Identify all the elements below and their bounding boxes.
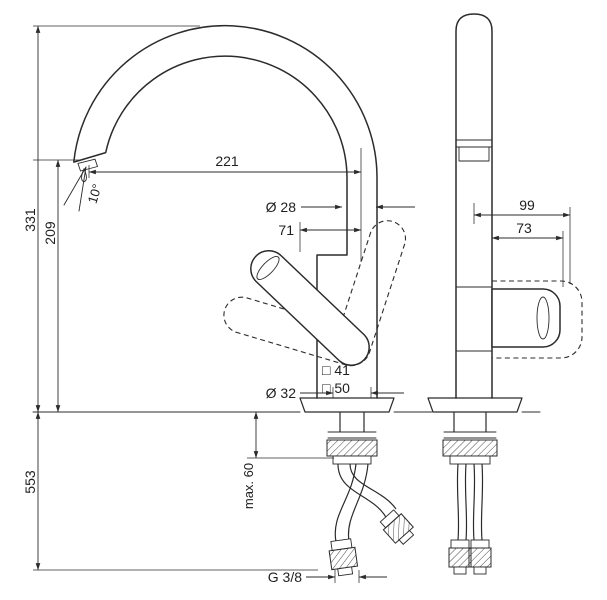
- dim-side-projection: 99: [473, 197, 571, 284]
- side-view: [409, 13, 583, 575]
- mounting-shank-side: [442, 412, 498, 465]
- spout-and-body-outline: [73, 24, 378, 399]
- front-view: [32, 24, 448, 577]
- dim-max-thickness: max. 60: [241, 411, 334, 509]
- dim-below-deck-label: 553: [22, 470, 38, 494]
- dim-side-handle-label: 73: [516, 220, 532, 236]
- column-outline-side: [455, 13, 493, 399]
- dim-spout-reach: 221: [88, 148, 362, 262]
- spray-angle-lines: [63, 166, 87, 212]
- dim-outlet-height-label: 209: [42, 221, 58, 245]
- aerator-tip: [77, 158, 99, 172]
- dim-body-square-label: □ 41: [322, 362, 350, 378]
- mounting-shank-front: [326, 412, 378, 465]
- handle-swing-outline-side: [492, 280, 583, 359]
- dim-below-deck: 553: [22, 411, 318, 571]
- dim-spout-offset-label: 71: [278, 222, 294, 238]
- dim-outlet-height: 209: [33, 159, 80, 413]
- base-plate-side: [427, 397, 523, 413]
- dim-max-thickness-label: max. 60: [241, 463, 256, 509]
- dim-hole-diameter-label: Ø 32: [266, 385, 297, 401]
- dim-outlet-angle-label: 10°: [85, 182, 105, 205]
- lever-handle-front: [250, 250, 370, 366]
- dim-thread-label: G 3/8: [268, 569, 302, 585]
- dim-spout-diameter-label: Ø 28: [266, 199, 297, 215]
- dim-reach-label: 221: [215, 153, 239, 169]
- dim-side-handle: 73: [491, 220, 564, 287]
- dim-total-height: 331: [22, 25, 200, 413]
- dim-thread: G 3/8: [268, 569, 387, 585]
- dim-spout-diameter: Ø 28: [266, 199, 415, 215]
- base-plate-front: [299, 397, 395, 413]
- dimensions: 221 Ø 28 71 99 73 33: [22, 25, 571, 585]
- dim-spout-offset: 71: [278, 222, 362, 252]
- supply-hoses-side: [448, 463, 492, 575]
- supply-hoses-front: [328, 463, 415, 577]
- dim-base-square-label: □ 50: [322, 380, 350, 396]
- dim-total-height-label: 331: [22, 208, 38, 232]
- dim-side-projection-label: 99: [519, 197, 535, 213]
- dim-hole-diameter: Ø 32: [266, 385, 404, 401]
- aerator-detail-side: [455, 139, 493, 162]
- hose-connector-right: [379, 509, 415, 545]
- hose-connector-left: [328, 538, 359, 577]
- body-seams-side: [455, 286, 493, 352]
- lever-handle-side: [491, 288, 561, 348]
